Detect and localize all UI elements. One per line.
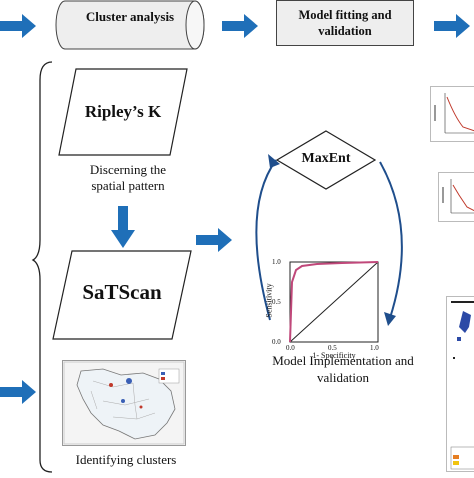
x-tick-1: 0.0	[286, 344, 295, 352]
model-fitting-label: Model fitting and validation	[298, 8, 392, 38]
maxent-label: MaxEnt	[301, 151, 351, 166]
satscan-node: SaTScan	[52, 250, 192, 340]
response-curve-thumbnail	[430, 86, 474, 142]
iran-map-image	[62, 360, 186, 446]
arrow-right-icon	[196, 228, 232, 252]
cycle-arrows	[255, 154, 403, 326]
identifying-label: Identifying clusters	[75, 452, 177, 467]
arrow-right-icon	[0, 380, 36, 404]
cluster-analysis-node: Cluster analysis	[55, 0, 205, 50]
roc-curve	[289, 261, 379, 343]
cluster-analysis-label: Cluster analysis	[85, 9, 175, 24]
y-tick-1: 1.0	[272, 258, 281, 266]
ripleys-k-label: Ripley’s K	[84, 102, 162, 121]
roc-plot: 1.0 0.5 0.0 Sensitivity 0.0 0.5 1.0 1- S…	[262, 252, 386, 360]
discerning-label: Discerning the spatial pattern	[89, 162, 167, 193]
y-tick-2: 0.5	[272, 298, 281, 306]
model-implementation-label: Model Implementation and validation	[272, 353, 414, 385]
arrowhead-icon	[268, 154, 280, 168]
parallelogram-shape	[58, 68, 188, 156]
parallelogram-shape	[52, 250, 192, 340]
diamond-shape	[275, 130, 377, 190]
left-brace	[31, 61, 53, 473]
arrow-right-icon	[0, 14, 36, 38]
arrow-down-icon	[111, 206, 135, 248]
x-tick-3: 1.0	[370, 344, 379, 352]
ripleys-k-node: Ripley’s K	[58, 68, 188, 156]
arrowhead-icon	[384, 312, 396, 326]
model-fitting-box: Model fitting and validation	[276, 0, 414, 46]
cylinder-shape	[55, 0, 205, 50]
x-axis-label: 1- Specificity	[312, 351, 356, 360]
diagonal-line	[289, 261, 379, 343]
y-tick-3: 0.0	[272, 338, 281, 346]
satscan-label: SaTScan	[82, 280, 162, 304]
y-axis-label: Sensitivity	[264, 283, 274, 318]
risk-map-thumbnail	[446, 296, 474, 472]
arrow-right-icon	[434, 14, 470, 38]
x-tick-2: 0.5	[328, 344, 337, 352]
maxent-node: MaxEnt	[275, 130, 377, 190]
response-curve-thumbnail	[438, 172, 474, 222]
arrow-right-icon	[222, 14, 258, 38]
